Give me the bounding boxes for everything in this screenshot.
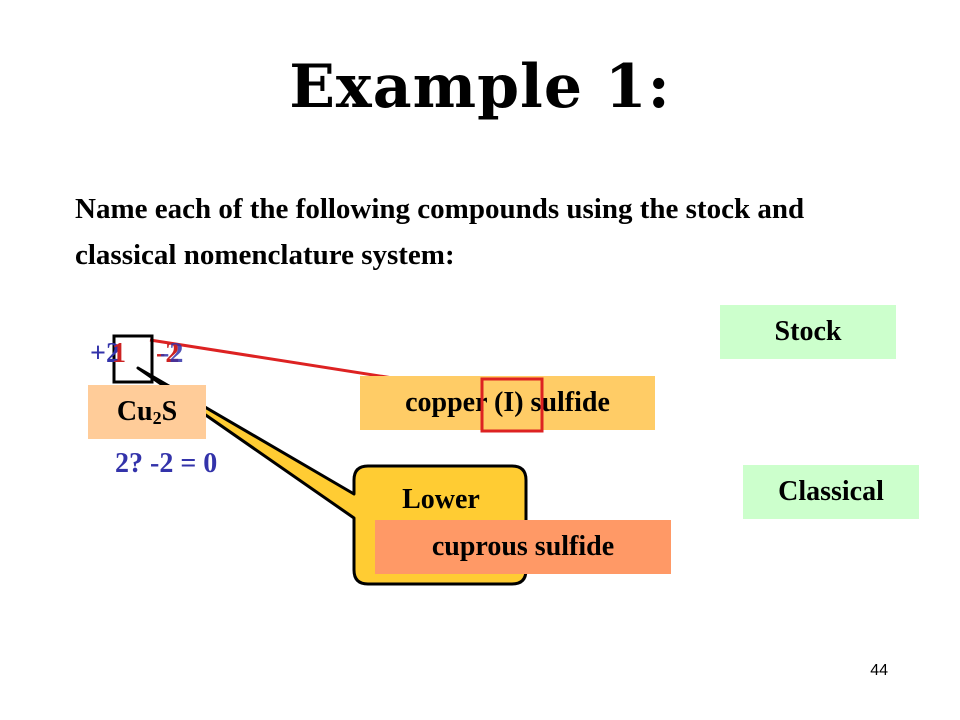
instruction-text: Name each of the following compounds usi… — [75, 193, 805, 271]
formula-box: Cu2S — [88, 385, 206, 439]
slide-number: 44 — [870, 662, 888, 679]
roman-numeral-highlight-box — [480, 377, 544, 433]
classical-label: Classical — [743, 465, 919, 519]
formula-anion: S — [161, 396, 178, 427]
formula-element: Cu — [116, 396, 153, 427]
slide-title: Example 1: — [289, 52, 671, 122]
charge-negative-old: -2 — [156, 338, 180, 369]
charge-highlight-box — [112, 334, 154, 384]
charge-sum: 2? -2 = 0 — [115, 448, 218, 479]
classical-name-box: cuprous sulfide — [375, 520, 671, 574]
charge-positive-old: +2 — [90, 338, 120, 369]
stock-name-box: copper (I) sulfide — [360, 376, 655, 430]
charge-positive-new: 1 — [112, 338, 126, 369]
stock-label: Stock — [720, 305, 896, 359]
callout-label: Lower — [402, 484, 480, 515]
charge-negative-new: -2 — [160, 338, 184, 369]
formula-subscript: 2 — [152, 408, 162, 428]
